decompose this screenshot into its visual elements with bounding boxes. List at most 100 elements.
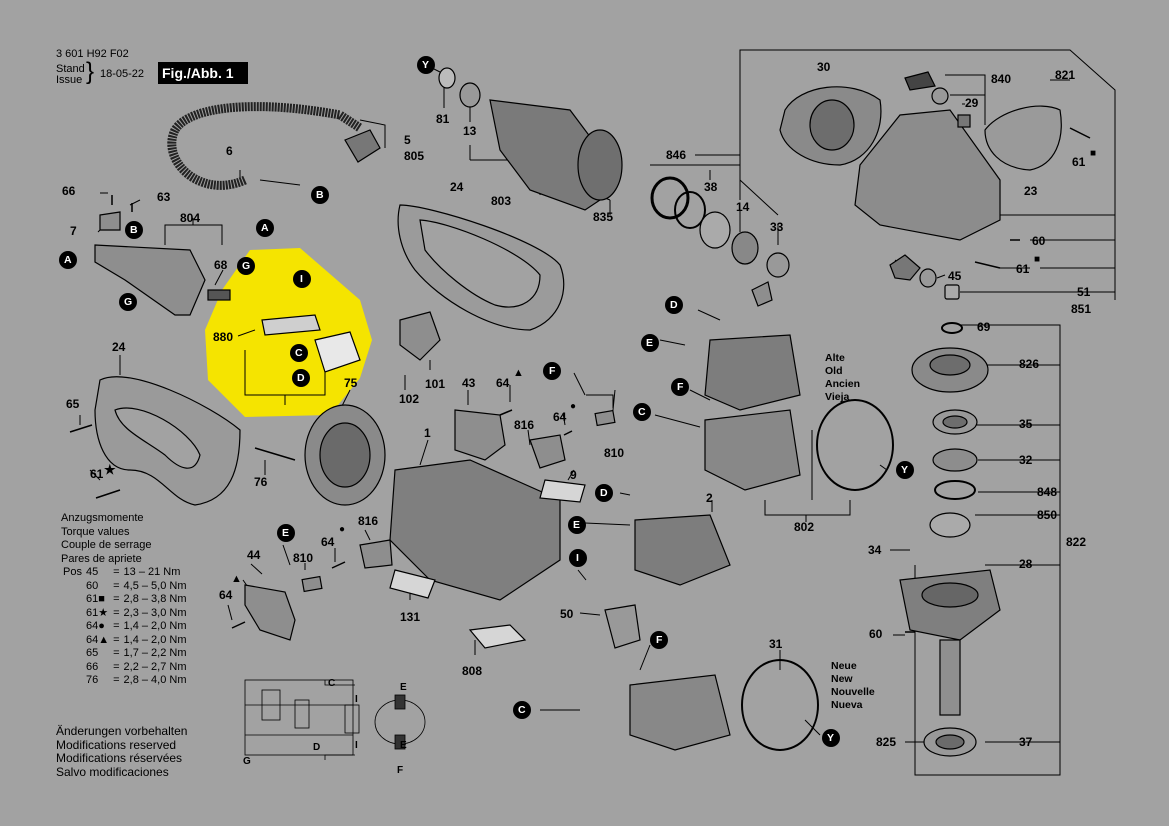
callout-d: D <box>297 372 305 384</box>
new-label-en: New <box>831 673 853 685</box>
torque-row: 61■ =2,8 – 3,8 Nm <box>61 593 189 607</box>
torque-pos: 60 <box>85 579 99 592</box>
callout-c: C <box>638 406 646 418</box>
part-label: 68 <box>214 258 228 272</box>
part-label: 69 <box>977 320 991 334</box>
part-label: 102 <box>399 392 420 406</box>
issue-label: Issue <box>56 74 83 86</box>
part-label: 32 <box>1019 453 1033 467</box>
callout-c: C <box>295 347 303 359</box>
torque-row: 64●=1,4 – 2,0 Nm <box>61 620 189 634</box>
part-label: 51 <box>1077 285 1091 299</box>
torque-eq: = <box>113 660 120 673</box>
part-label: 65 <box>66 397 80 411</box>
note-es: Salvo modificaciones <box>56 764 169 779</box>
torque-pos: 61★ <box>85 606 109 619</box>
part-label: 9 <box>570 468 577 482</box>
callout-y: Y <box>422 59 430 71</box>
torque-title-de: Anzugsmomente <box>61 512 144 524</box>
note-en: Modifications reserved <box>56 737 177 752</box>
callout-y: Y <box>827 732 835 744</box>
part-label: 835 <box>593 210 614 224</box>
torque-values-table: Anzugsmomente Torque values Couple de se… <box>61 512 189 688</box>
torque-value: 2,3 – 3,0 Nm <box>123 606 187 619</box>
torque-pos: 64● <box>85 620 105 632</box>
switch-housing-shape <box>94 244 206 316</box>
callout-e: E <box>646 337 654 349</box>
callout-y: Y <box>901 464 909 476</box>
part-label: 5 <box>404 133 411 147</box>
part-label: 60 <box>1032 234 1046 248</box>
torque-value: 2,8 – 3,8 Nm <box>123 593 187 605</box>
square-marker: ■ <box>1034 254 1041 265</box>
part-label: 34 <box>868 543 882 557</box>
callout-f: F <box>656 634 663 646</box>
torque-row: 76=2,8 – 4,0 Nm <box>61 674 189 688</box>
part-label: 66 <box>62 184 76 198</box>
torque-eq: = <box>113 566 120 578</box>
torque-title-en: Torque values <box>61 525 130 538</box>
torque-pos: 64▲ <box>85 633 110 646</box>
torque-value: 2,8 – 4,0 Nm <box>123 674 187 686</box>
callout-f: F <box>549 365 556 377</box>
torque-title-es: Pares de apriete <box>61 552 142 565</box>
part-label: 7 <box>70 224 77 238</box>
torque-eq: = <box>113 633 120 646</box>
square-marker: ■ <box>1090 148 1097 159</box>
callout-b: B <box>316 189 324 201</box>
part-label: 850 <box>1037 508 1058 522</box>
part-label: 822 <box>1066 535 1087 549</box>
part-label: 29 <box>965 96 979 110</box>
part-label: 802 <box>794 520 815 534</box>
switch-shape <box>261 314 321 336</box>
brace-glyph: } <box>86 58 95 85</box>
torque-row: 61★=2,3 – 3,0 Nm <box>61 607 189 621</box>
torque-value: 13 – 21 Nm <box>123 566 181 578</box>
torque-value: 2,2 – 2,7 Nm <box>123 660 187 673</box>
torque-pos: 66 <box>85 660 99 673</box>
part-label: 64 <box>321 535 335 549</box>
triangle-marker: ▲ <box>231 573 242 585</box>
part-label: 846 <box>666 148 687 162</box>
star-marker: ★ <box>104 462 116 477</box>
part-label: 81 <box>436 112 450 126</box>
callout-f: F <box>677 381 684 393</box>
part-label: 64 <box>219 588 233 602</box>
part-label: 64 <box>496 376 510 390</box>
torque-pos: 61■ <box>85 593 105 605</box>
new-version-label: Neue New Nouvelle Nueva <box>831 660 875 712</box>
part-label: 804 <box>180 211 201 225</box>
part-label: 24 <box>450 180 464 194</box>
callout-e: E <box>573 519 581 531</box>
part-label: 31 <box>769 637 783 651</box>
torque-title-fr: Couple de serrage <box>61 539 152 551</box>
torque-row: 60=4,5 – 5,0 Nm <box>61 580 189 594</box>
part-label: 60 <box>869 627 883 641</box>
issue-date: 18-05-22 <box>100 68 145 80</box>
part-label: 45 <box>948 269 962 283</box>
part-label: 63 <box>157 190 171 204</box>
old-label-en: Old <box>825 365 843 377</box>
modification-notes: Änderungen vorbehalten Modifications res… <box>56 724 187 779</box>
part-label: 64 <box>553 410 567 424</box>
part-label: 43 <box>462 376 476 390</box>
part-label: 14 <box>736 200 750 214</box>
cable-shape <box>167 102 363 190</box>
callout-g: G <box>242 260 251 272</box>
part-label: 825 <box>876 735 897 749</box>
old-label-fr: Ancien <box>825 378 861 390</box>
torque-eq: = <box>113 647 120 659</box>
torque-eq: = <box>113 579 120 592</box>
part-label: 37 <box>1019 735 1033 749</box>
part-label: 61 <box>1016 262 1030 276</box>
callout-d: D <box>600 487 608 499</box>
torque-eq: = <box>113 593 120 605</box>
new-label-fr: Nouvelle <box>831 686 875 698</box>
callout-i: I <box>576 552 579 564</box>
callout-circles <box>59 56 914 747</box>
torque-row: 64▲=1,4 – 2,0 Nm <box>61 634 189 648</box>
part-label: 2 <box>706 491 713 505</box>
torque-value: 1,7 – 2,2 Nm <box>123 647 187 659</box>
